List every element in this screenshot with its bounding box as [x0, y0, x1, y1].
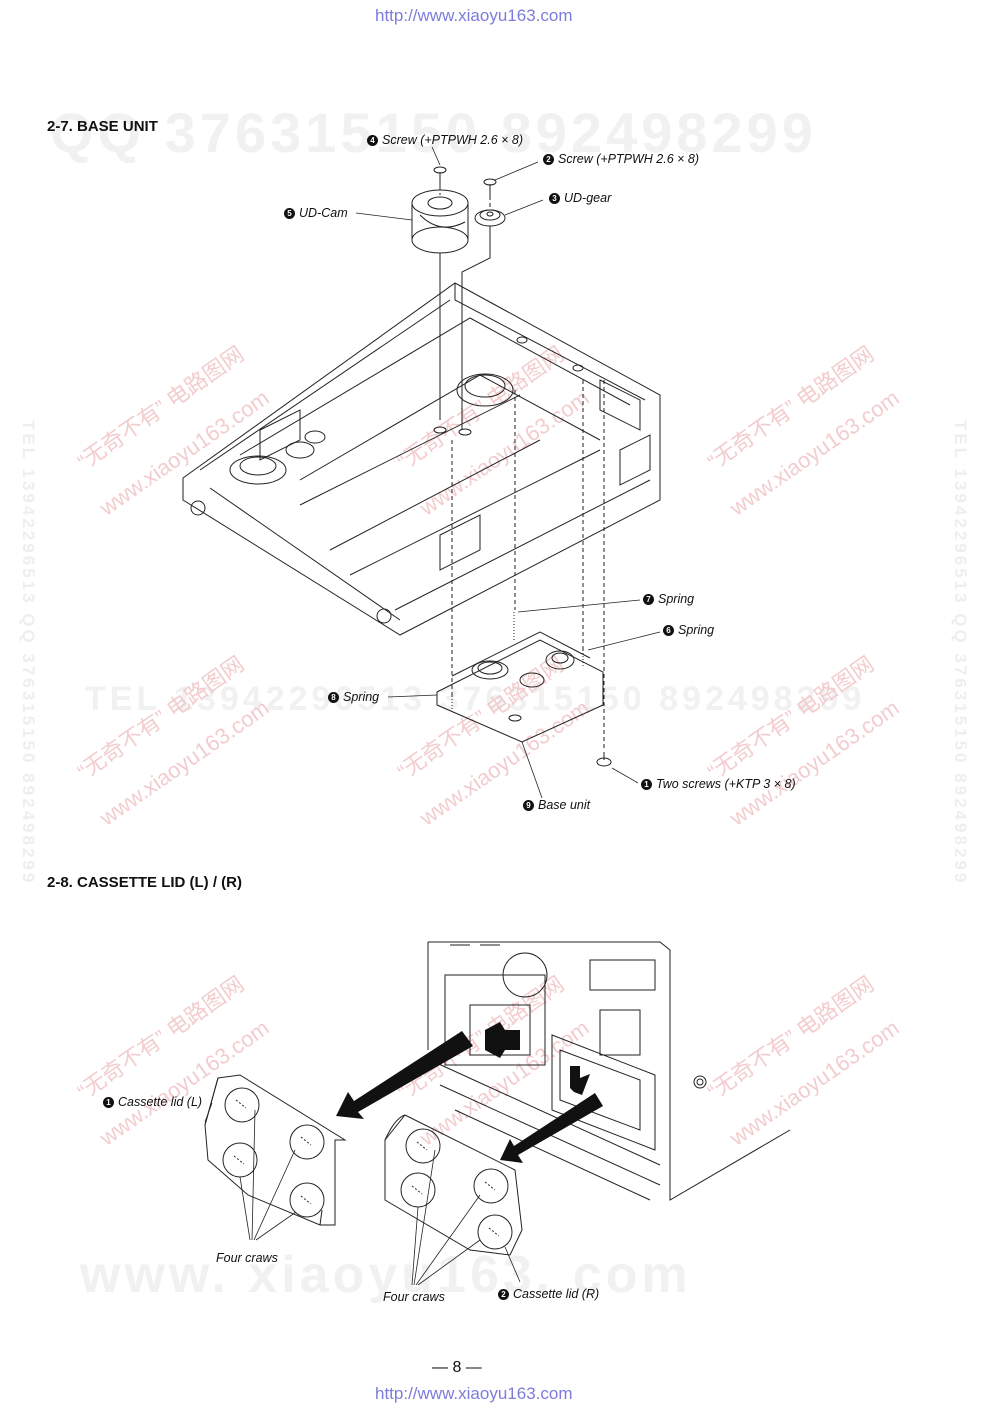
watermark-tel: TEL 13942296513 376315150 892498299	[85, 680, 866, 718]
callout-number: 6	[663, 625, 674, 636]
label-spring-6: 6 Spring	[663, 623, 714, 637]
label-text: Four craws	[216, 1251, 278, 1265]
callout-number: 2	[498, 1289, 509, 1300]
label-four-craws-right: Four craws	[383, 1290, 445, 1304]
label-text: Cassette lid (L)	[118, 1095, 203, 1109]
watermark-vertical-left: TEL 13942296513 QQ 376315150 892498299	[19, 420, 38, 886]
callout-number: 5	[284, 208, 295, 219]
callout-number: 9	[523, 800, 534, 811]
label-spring-7: 7 Spring	[643, 592, 694, 606]
label-base-unit: 9 Base unit	[523, 798, 590, 812]
label-text: Spring	[678, 623, 715, 637]
label-text: Spring	[343, 690, 380, 704]
ud-gear-drawing	[474, 209, 506, 227]
callout-number: 7	[643, 594, 654, 605]
chassis-drawing	[182, 282, 661, 636]
label-screw-2: 2 Screw (+PTPWH 2.6 × 8)	[543, 152, 699, 166]
label-text: Screw (+PTPWH 2.6 × 8)	[382, 133, 524, 147]
ud-cam-drawing	[411, 189, 469, 254]
screws-drawing	[433, 166, 612, 767]
cassette-lid-right-drawing	[384, 1114, 523, 1286]
label-ud-gear: 3 UD-gear	[549, 191, 611, 205]
label-screw-4: 4 Screw (+PTPWH 2.6 × 8)	[367, 133, 523, 147]
callout-number: 1	[641, 779, 652, 790]
label-cassette-lid-r: 2 Cassette lid (R)	[498, 1287, 599, 1301]
main-unit-drawing	[427, 941, 791, 1201]
label-text: UD-Cam	[299, 206, 348, 220]
watermark-qq: QQ 376315150 892498299	[50, 101, 817, 164]
base-unit-drawing	[436, 612, 604, 743]
section-title-cassette-lid: 2-8. CASSETTE LID (L) / (R)	[47, 874, 242, 891]
page-number: — 8 —	[432, 1359, 482, 1376]
assembly-dashed-lines	[439, 186, 605, 750]
callout-number: 4	[367, 135, 378, 146]
label-two-screws: 1 Two screws (+KTP 3 × 8)	[641, 777, 796, 791]
footer-url[interactable]: http://www.xiaoyu163.com	[375, 1384, 573, 1403]
callout-number: 1	[103, 1097, 114, 1108]
section-title-base-unit: 2-7. BASE UNIT	[47, 118, 158, 135]
label-cassette-lid-l: 1 Cassette lid (L)	[103, 1095, 202, 1109]
label-text: UD-gear	[564, 191, 612, 205]
callout-number: 2	[543, 154, 554, 165]
callout-number: 3	[549, 193, 560, 204]
watermark-www: www. xiaoyu163. com	[80, 1246, 692, 1304]
label-text: Base unit	[538, 798, 591, 812]
label-text: Four craws	[383, 1290, 445, 1304]
label-text: Two screws (+KTP 3 × 8)	[656, 777, 796, 791]
label-text: Spring	[658, 592, 695, 606]
cassette-lid-left-drawing	[204, 1074, 347, 1241]
label-ud-cam: 5 UD-Cam	[284, 206, 348, 220]
removal-arrows	[336, 1022, 603, 1163]
label-text: Cassette lid (R)	[513, 1287, 600, 1301]
label-spring-8: 8 Spring	[328, 690, 379, 704]
watermark-vertical-right: TEL 13942296513 QQ 376315150 892498299	[951, 420, 970, 886]
callout-leaders-base	[355, 146, 661, 799]
header-url[interactable]: http://www.xiaoyu163.com	[375, 6, 573, 25]
callout-number: 8	[328, 692, 339, 703]
label-text: Screw (+PTPWH 2.6 × 8)	[558, 152, 700, 166]
label-four-craws-left: Four craws	[216, 1251, 278, 1265]
